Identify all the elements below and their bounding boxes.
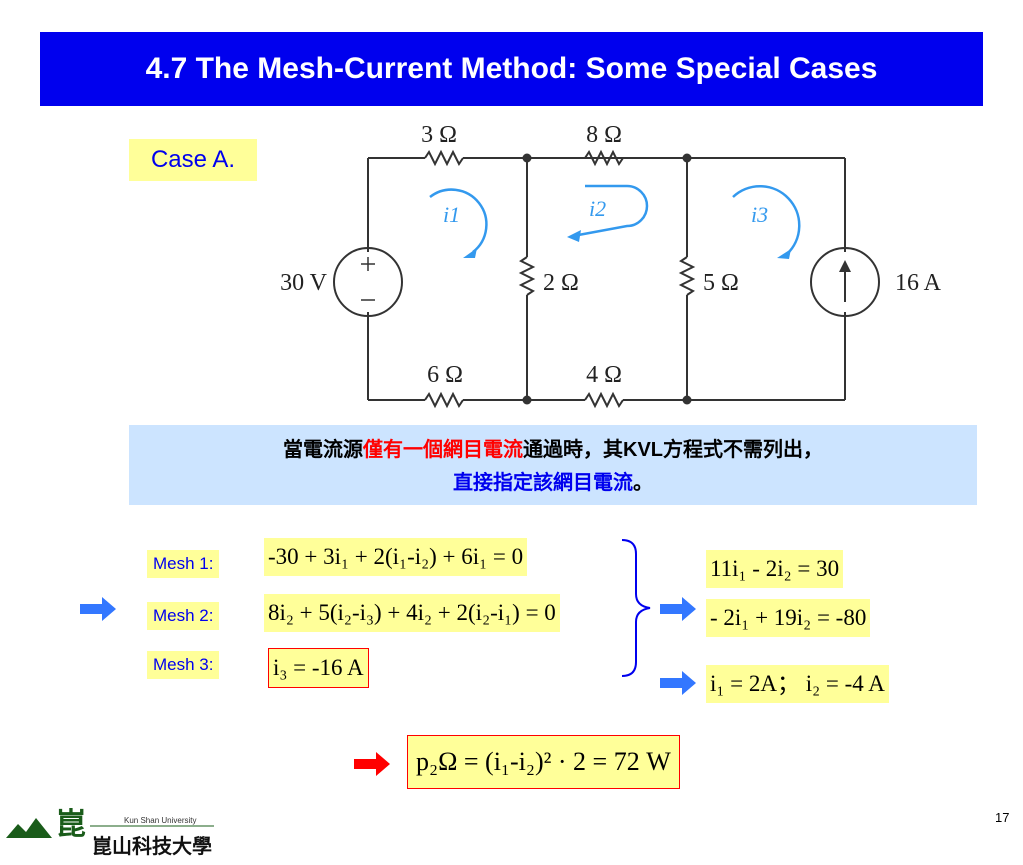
mesh3-equation: i₃ = -16 A: [268, 648, 369, 688]
label-mesh1: i1: [443, 202, 460, 227]
simplified-equation-1: 11i₁ - 2i₂ = 30: [706, 550, 844, 588]
resistor-6ohm: [424, 391, 464, 409]
label-mesh3: i3: [751, 202, 768, 227]
resistor-3ohm: [424, 149, 464, 167]
mesh3-label: Mesh 3:: [147, 651, 220, 679]
current-source: [810, 247, 880, 317]
solution-equation: i₁ = 2A； i₂ = -4 A: [706, 665, 889, 703]
resistor-8ohm: [584, 149, 624, 167]
resistor-5ohm: [678, 256, 696, 296]
right-arrow-icon: [660, 671, 696, 695]
logo-english-text: Kun Shan University: [124, 816, 197, 825]
right-arrow-icon: [354, 752, 390, 776]
right-arrow-icon: [660, 597, 696, 621]
mesh2-label: Mesh 2:: [147, 602, 220, 630]
note-line-1: 當電流源僅有一個網目電流通過時，其KVL方程式不需列出，: [283, 437, 823, 461]
label-4ohm: 4 Ω: [586, 362, 622, 388]
voltage-source: [333, 247, 403, 317]
page-number: 17: [995, 810, 1010, 825]
right-brace-icon: [621, 539, 651, 677]
mesh1-arrow: [429, 188, 488, 253]
mountain-logo-icon: 崑: [6, 807, 214, 842]
power-equation: p₂Ω = (i₁-i₂)² · 2 = 72 W: [407, 735, 680, 789]
label-2ohm: 2 Ω: [543, 270, 579, 296]
mesh1-label: Mesh 1:: [147, 550, 220, 578]
mesh2-arrow: [572, 184, 649, 238]
note-line-2: 直接指定該網目電流。: [453, 470, 653, 494]
label-30v: 30 V: [280, 270, 328, 296]
resistor-4ohm: [584, 391, 624, 409]
svg-text:崑: 崑: [56, 807, 86, 842]
university-logo: 崑 Kun Shan University 崑山科技大學: [0, 798, 220, 860]
slide-title: 4.7 The Mesh-Current Method: Some Specia…: [40, 32, 983, 106]
case-label: Case A.: [129, 139, 257, 181]
label-mesh2: i2: [589, 196, 606, 221]
label-5ohm: 5 Ω: [703, 270, 739, 296]
resistor-2ohm: [518, 256, 536, 296]
mesh3-arrow: [732, 185, 801, 255]
label-6ohm: 6 Ω: [427, 362, 463, 388]
right-arrow-icon: [80, 597, 116, 621]
simplified-equation-2: - 2i₁ + 19i₂ = -80: [706, 599, 871, 637]
label-16a: 16 A: [895, 270, 942, 296]
label-8ohm: 8 Ω: [586, 122, 622, 148]
note-box: 當電流源僅有一個網目電流通過時，其KVL方程式不需列出， 直接指定該網目電流。: [129, 425, 977, 505]
mesh2-equation: 8i₂ + 5(i₂-i₃) + 4i₂ + 2(i₂-i₁) = 0: [264, 594, 560, 632]
label-3ohm: 3 Ω: [421, 122, 457, 148]
logo-chinese-text: 崑山科技大學: [92, 834, 212, 858]
circuit-diagram: 3 Ω 8 Ω 2 Ω 5 Ω 6 Ω 4 Ω 30 V 16 A i1 i2 …: [280, 122, 942, 409]
mesh1-equation: -30 + 3i₁ + 2(i₁-i₂) + 6i₁ = 0: [264, 538, 528, 576]
